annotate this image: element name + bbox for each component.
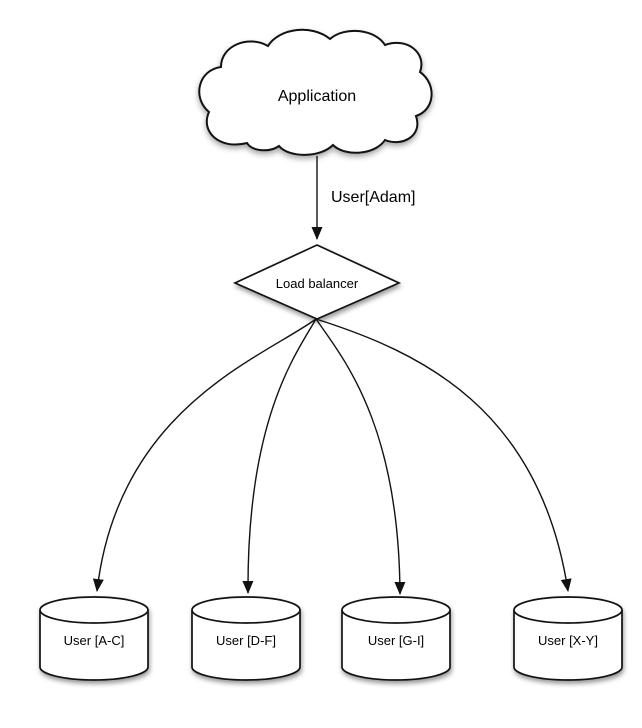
shard-node-1: User [A-C] — [39, 596, 149, 681]
database-cylinder-icon — [513, 610, 623, 681]
cylinder-top — [513, 596, 623, 624]
edge-balancer-to-shard-4 — [315, 318, 572, 592]
cylinder-top — [341, 596, 451, 624]
cylinder-top — [191, 596, 301, 624]
database-cylinder-icon — [191, 610, 301, 681]
shard-node-4: User [X-Y] — [513, 596, 623, 681]
shard-node-2: User [D-F] — [191, 596, 301, 681]
edge-balancer-to-shard-1 — [92, 318, 317, 592]
shard-label-2: User [D-F] — [216, 633, 276, 648]
shard-node-3: User [G-I] — [341, 596, 451, 681]
shard-label-3: User [G-I] — [368, 633, 424, 648]
load-balancer-label: Load balancer — [276, 276, 359, 291]
edge-application-to-balancer: User[Adam] — [311, 156, 415, 240]
load-balancer-node: Load balancer — [232, 244, 402, 320]
database-cylinder-icon — [39, 610, 149, 681]
shard-label-1: User [A-C] — [64, 633, 125, 648]
edge-balancer-to-shard-3 — [315, 318, 406, 595]
edge-balancer-to-shard-2 — [242, 318, 317, 594]
application-label: Application — [278, 88, 356, 105]
cloud-shape — [198, 28, 433, 156]
shard-label-4: User [X-Y] — [538, 633, 598, 648]
application-cloud-node: Application — [198, 28, 433, 156]
request-edge-label: User[Adam] — [331, 189, 415, 206]
cylinder-top — [39, 596, 149, 624]
database-cylinder-icon — [341, 610, 451, 681]
